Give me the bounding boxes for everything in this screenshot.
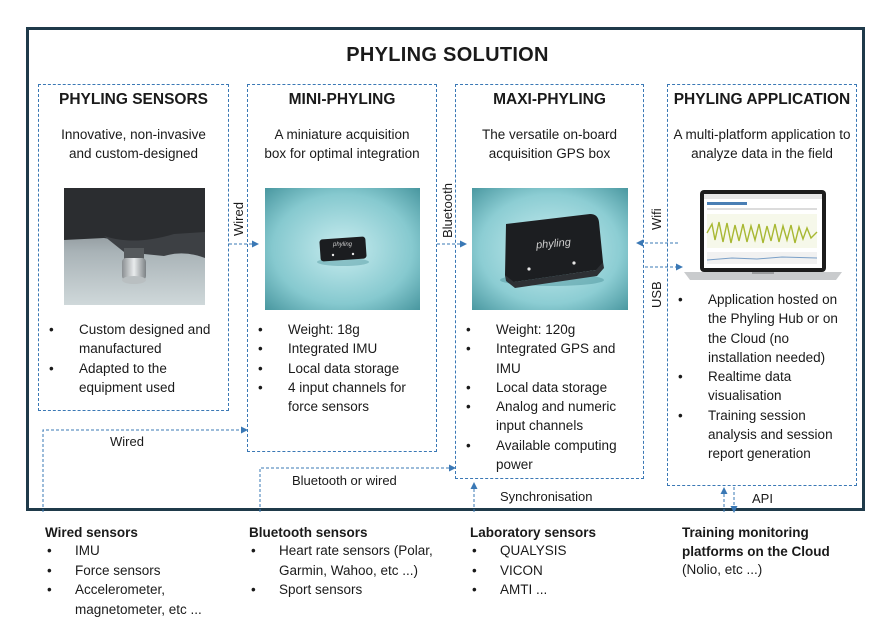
connector-label-wifi: Wifi xyxy=(649,208,664,230)
column-maxi-phyling: MAXI-PHYLING The versatile on-board acqu… xyxy=(455,84,644,479)
bullet-item: Available computing power xyxy=(456,436,643,475)
connector-label-bluetooth-or-wired: Bluetooth or wired xyxy=(292,473,397,488)
connector-label-wired: Wired xyxy=(231,202,246,236)
sensor-photo xyxy=(64,188,205,305)
training-platforms-text: (Nolio, etc ...) xyxy=(682,562,763,577)
column-bullets: Custom designed and manufactured Adapted… xyxy=(39,320,228,397)
column-title: PHYLING APPLICATION xyxy=(673,91,851,108)
connector-label-wired-bottom: Wired xyxy=(110,434,144,449)
bullet-item: Integrated GPS and IMU xyxy=(456,339,643,378)
laboratory-sensors-list: QUALYSIS VICON AMTI ... xyxy=(470,541,650,600)
bullet-item: Application hosted on the Phyling Hub or… xyxy=(668,290,856,367)
list-item: Sport sensors xyxy=(249,580,454,600)
list-item: Force sensors xyxy=(45,561,245,581)
page-title: PHYLING SOLUTION xyxy=(346,44,549,66)
column-subtitle: A multi-platform application to analyze … xyxy=(673,127,851,161)
mini-phyling-photo: phyling xyxy=(265,188,420,310)
wired-sensors-title: Wired sensors xyxy=(45,525,138,540)
wired-sensors-list: IMU Force sensors Accelerometer, magneto… xyxy=(45,541,245,619)
device-logo: phyling xyxy=(333,242,353,248)
bullet-item: Custom designed and manufactured xyxy=(39,320,228,359)
training-platforms-title: Training monitoring platforms on the Clo… xyxy=(682,525,830,559)
list-item: VICON xyxy=(470,561,650,581)
laboratory-sensors-title: Laboratory sensors xyxy=(470,525,597,540)
bluetooth-sensors-list: Heart rate sensors (Polar, Garmin, Wahoo… xyxy=(249,541,454,600)
maxi-phyling-photo: phyling xyxy=(472,188,628,310)
list-item: Accelerometer, magnetometer, etc ... xyxy=(45,580,225,619)
column-bullets: Weight: 120g Integrated GPS and IMU Loca… xyxy=(456,320,643,474)
connector-label-bluetooth: Bluetooth xyxy=(440,183,455,238)
laptop-illustration xyxy=(682,188,844,282)
connector-label-api: API xyxy=(752,491,773,506)
column-sensors: PHYLING SENSORS Innovative, non-invasive… xyxy=(38,84,229,411)
column-subtitle: The versatile on-board acquisition GPS b… xyxy=(481,127,618,161)
column-title: MINI-PHYLING xyxy=(288,91,396,108)
bullet-item: Realtime data visualisation xyxy=(668,367,856,406)
bullet-item: Local data storage xyxy=(456,378,643,398)
column-title: MAXI-PHYLING xyxy=(493,91,606,108)
bullet-item: Weight: 120g xyxy=(456,320,643,340)
list-item: QUALYSIS xyxy=(470,541,650,561)
bullet-item: Adapted to the equipment used xyxy=(39,359,228,398)
list-item: IMU xyxy=(45,541,245,561)
column-mini-phyling: MINI-PHYLING A miniature acquisition box… xyxy=(247,84,437,452)
list-item: Heart rate sensors (Polar, Garmin, Wahoo… xyxy=(249,541,454,580)
column-subtitle: Innovative, non-invasive and custom-desi… xyxy=(61,127,206,161)
connector-label-usb: USB xyxy=(649,281,664,308)
column-bullets: Application hosted on the Phyling Hub or… xyxy=(668,290,856,464)
bluetooth-sensors-title: Bluetooth sensors xyxy=(249,525,368,540)
column-title: PHYLING SENSORS xyxy=(59,91,208,108)
bullet-item: 4 input channels for force sensors xyxy=(248,378,436,417)
bullet-item: Local data storage xyxy=(248,359,436,379)
column-application: PHYLING APPLICATION A multi-platform app… xyxy=(667,84,857,486)
bullet-item: Integrated IMU xyxy=(248,339,436,359)
connector-label-synchronisation: Synchronisation xyxy=(500,489,593,504)
column-bullets: Weight: 18g Integrated IMU Local data st… xyxy=(248,320,436,416)
bullet-item: Analog and numeric input channels xyxy=(456,397,643,436)
bullet-item: Weight: 18g xyxy=(248,320,436,340)
list-item: AMTI ... xyxy=(470,580,650,600)
column-subtitle: A miniature acquisition box for optimal … xyxy=(264,127,420,161)
bullet-item: Training session analysis and session re… xyxy=(668,406,856,464)
